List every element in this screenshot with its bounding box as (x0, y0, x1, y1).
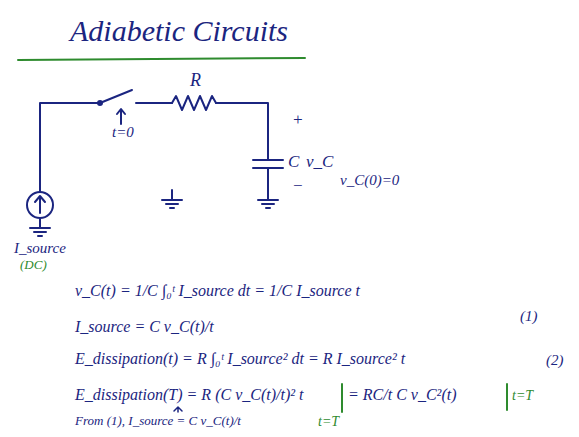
resistor-label: R (190, 70, 201, 91)
equation-number: (1) (520, 308, 538, 325)
switch-time-label: t=0 (112, 124, 134, 141)
source-note: (DC) (20, 258, 47, 273)
resistor-symbol (172, 96, 216, 110)
equation-note: From (1), I_source = C v_C(t)/t (75, 414, 241, 429)
switch-arrow (117, 109, 125, 124)
wire (267, 168, 269, 200)
voltage-label: v_C (306, 152, 333, 172)
evaluation-note: t=T (318, 414, 339, 430)
evaluation-note: t=T (512, 388, 533, 404)
source-arrow (35, 196, 45, 213)
switch-pivot (98, 101, 102, 105)
equation-number: (2) (546, 352, 564, 369)
equation: E_dissipation(T) = R (C v_C(t)/t)² t (75, 386, 303, 404)
evaluation-bar (341, 384, 343, 412)
equation: = RC/t C v_C²(t) (348, 386, 456, 404)
polarity-sign: − (292, 176, 303, 196)
page-title: Adiabetic Circuits (70, 14, 288, 49)
equation: I_source = C v_C(t)/t (75, 318, 214, 336)
evaluation-bar (506, 384, 508, 410)
wire (216, 103, 268, 160)
wire (136, 102, 172, 104)
capacitor-label: C (288, 152, 299, 172)
ground-symbol (162, 190, 182, 208)
ground-symbol (258, 200, 278, 208)
switch-symbol (100, 90, 132, 103)
wire (40, 103, 100, 192)
source-label: I_source (14, 240, 66, 257)
initial-condition: v_C(0)=0 (340, 172, 399, 189)
equation: v_C(t) = 1/C ∫₀ᵗ I_source dt = 1/C I_sou… (75, 282, 360, 300)
pointer-arrow (174, 407, 182, 412)
equation: E_dissipation(t) = R ∫₀ᵗ I_source² dt = … (75, 350, 405, 368)
capacitor-symbol (253, 160, 283, 168)
polarity-sign: + (292, 110, 303, 130)
current-source-symbol (27, 192, 53, 218)
title-underline (18, 58, 305, 60)
ground-symbol (30, 218, 50, 236)
